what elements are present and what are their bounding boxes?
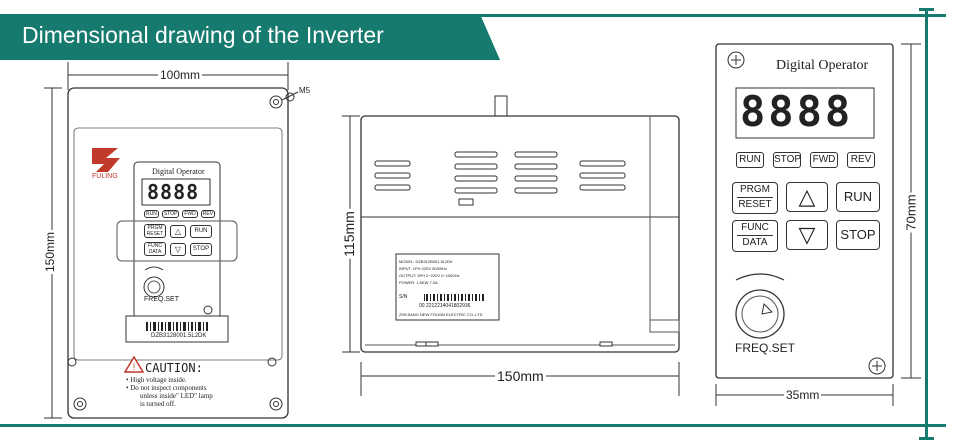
front-func-label: FUNC (148, 243, 162, 249)
operator-prgm-key[interactable]: PRGM RESET (732, 182, 778, 214)
operator-down-key[interactable]: ▽ (786, 220, 828, 250)
nameplate-line: MODEL: DZB312B001.5L2DK (399, 259, 453, 264)
front-stop-big-key[interactable]: STOP (190, 243, 212, 256)
operator-data-label: DATA (742, 237, 768, 248)
operator-stop-big-key[interactable]: STOP (836, 220, 880, 250)
front-width-label: 100mm (158, 68, 203, 82)
operator-width-label: 35mm (784, 388, 822, 402)
operator-rev-key[interactable]: REV (847, 152, 875, 168)
right-border (925, 8, 928, 440)
front-key-row: RUN STOP FWD REV (144, 210, 216, 218)
operator-run-key[interactable]: RUN (736, 152, 764, 168)
front-fwd-key[interactable]: FWD (182, 210, 198, 218)
operator-run-big-key[interactable]: RUN (836, 182, 880, 212)
brand-label: FULING (92, 173, 118, 180)
operator-freq-label: FREQ.SET (735, 341, 796, 355)
front-prgm-key[interactable]: PRGM RESET (144, 224, 166, 238)
front-run-key[interactable]: RUN (144, 210, 159, 218)
caution-title: CAUTION: (145, 361, 203, 375)
front-run-big-key[interactable]: RUN (190, 225, 212, 238)
sn-value: 00 2212214041802936 (419, 303, 471, 309)
caution-line: is turned off. (140, 400, 176, 408)
operator-display: 8888 (740, 87, 854, 136)
right-border-cap-bottom (919, 437, 934, 440)
caution-line: unless inside" LED" lamp (140, 392, 213, 400)
front-rev-key[interactable]: REV (200, 210, 216, 218)
operator-key-row: RUN STOP FWD REV (736, 152, 875, 168)
operator-reset-label: RESET (738, 199, 772, 210)
front-up-key[interactable]: △ (170, 225, 186, 238)
operator-up-key[interactable]: △ (786, 182, 828, 212)
caution-line: • High voltage inside. (126, 376, 187, 384)
operator-title: Digital Operator (776, 58, 869, 73)
sn-label: S/N (399, 294, 408, 300)
front-down-key[interactable]: ▽ (170, 243, 186, 256)
front-operator-title: Digital Operator (152, 167, 205, 176)
front-display: 8888 (147, 180, 200, 204)
front-stop-key[interactable]: STOP (161, 210, 180, 218)
front-barcode-text: DZB3128001.5L2DK (151, 333, 207, 339)
operator-stop-key[interactable]: STOP (773, 152, 801, 168)
maker-label: ZHEJIANG NEW FOLINN ELECTRIC CO.,LTD (399, 312, 483, 317)
caution-line: • Do not inspect components (126, 384, 207, 392)
operator-func-key[interactable]: FUNC DATA (732, 220, 778, 252)
front-data-label: DATA (148, 249, 162, 255)
nameplate-line: POWER: 1.5KW 7.0A (399, 280, 438, 285)
page-title: Dimensional drawing of the Inverter (22, 22, 384, 48)
header-banner (0, 14, 500, 60)
hole-label: M5 (299, 86, 311, 95)
nameplate-text: MODEL: DZB312B001.5L2DK INPUT: 1PH 220V … (399, 258, 499, 286)
front-reset-label: RESET (146, 231, 164, 237)
nameplate-line: OUTPUT: 3PH 0~220V 0~1000Hz (399, 273, 460, 278)
side-width-label: 150mm (495, 368, 546, 384)
front-func-key[interactable]: FUNC DATA (144, 242, 166, 256)
front-prgm-label: PRGM (147, 225, 163, 231)
nameplate-line: INPUT: 1PH 220V 50/60Hz (399, 266, 448, 271)
operator-func-label: FUNC (737, 221, 773, 236)
operator-prgm-label: PRGM (737, 183, 773, 198)
caution-text: • High voltage inside. • Do not inspect … (126, 376, 213, 408)
front-freq-label: FREQ.SET (144, 296, 180, 303)
right-border-cap-top (919, 8, 934, 11)
operator-height-label: 70mm (903, 192, 919, 233)
footer-rule (0, 424, 946, 427)
operator-fwd-key[interactable]: FWD (810, 152, 838, 168)
svg-text:!: ! (133, 362, 136, 372)
